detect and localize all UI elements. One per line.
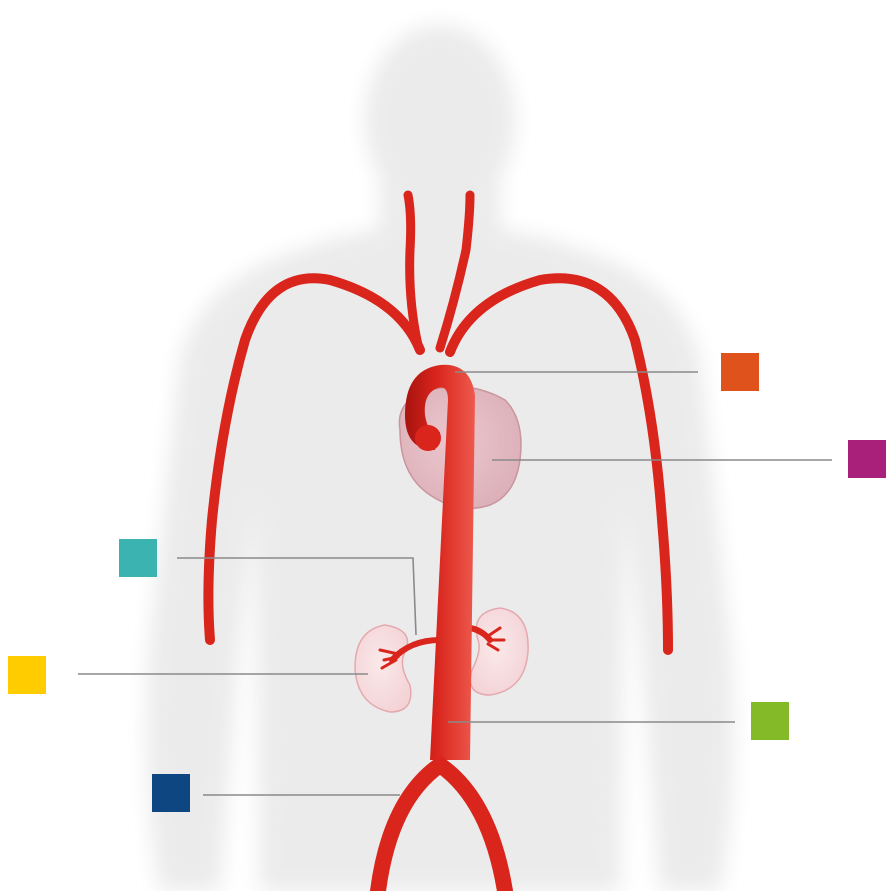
marker-renal-arteries: [119, 539, 157, 577]
marker-abdominal-aorta: [751, 702, 789, 740]
marker-aortic-bifurcation: [152, 774, 190, 812]
marker-heart: [848, 440, 886, 478]
marker-aortic-arch: [721, 353, 759, 391]
marker-kidney: [8, 656, 46, 694]
